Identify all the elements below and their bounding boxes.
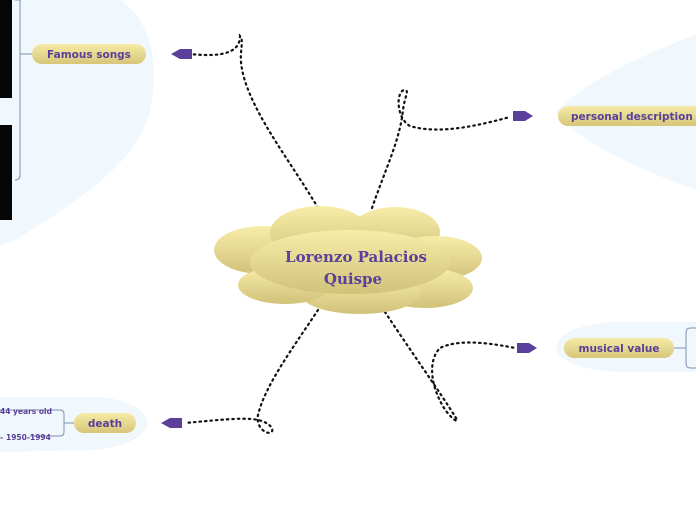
topic-famous-songs-label: Famous songs [47,49,131,61]
topic-personal-description-label: personal description [571,111,693,123]
song-image-1 [0,0,12,98]
central-topic-line-2: Quispe [324,270,382,288]
dotted-line-death [183,308,320,434]
dotted-lines [183,33,517,434]
dotted-line-famous-songs [188,33,320,210]
death-detail-dash: - [0,433,3,442]
topic-death-label: death [88,418,122,430]
arrow-musical-value [517,343,537,353]
death-detail-age[interactable]: 44 years old [0,407,52,416]
dotted-line-personal-description [370,88,512,210]
topic-musical-value[interactable]: musical value [564,338,674,358]
arrow-personal-description [513,111,533,121]
death-bubble [0,397,148,452]
dotted-line-musical-value [383,310,517,422]
arrow-famous-songs [171,49,192,59]
arrow-death [161,418,182,428]
famous-songs-bracket [14,0,33,181]
famous-songs-bubble [0,0,154,245]
song-image-2 [0,125,12,220]
musical-value-bracket [672,327,696,369]
death-detail-years[interactable]: 1950-1994 [6,433,51,442]
central-topic-line-1: Lorenzo Palacios [285,248,427,266]
topic-personal-description[interactable]: personal description [558,106,696,126]
central-topic[interactable]: Lorenzo Palacios Quispe [214,206,482,314]
topic-musical-value-label: musical value [579,343,660,355]
topic-famous-songs[interactable]: Famous songs [32,44,146,64]
topic-death[interactable]: death [74,413,136,433]
